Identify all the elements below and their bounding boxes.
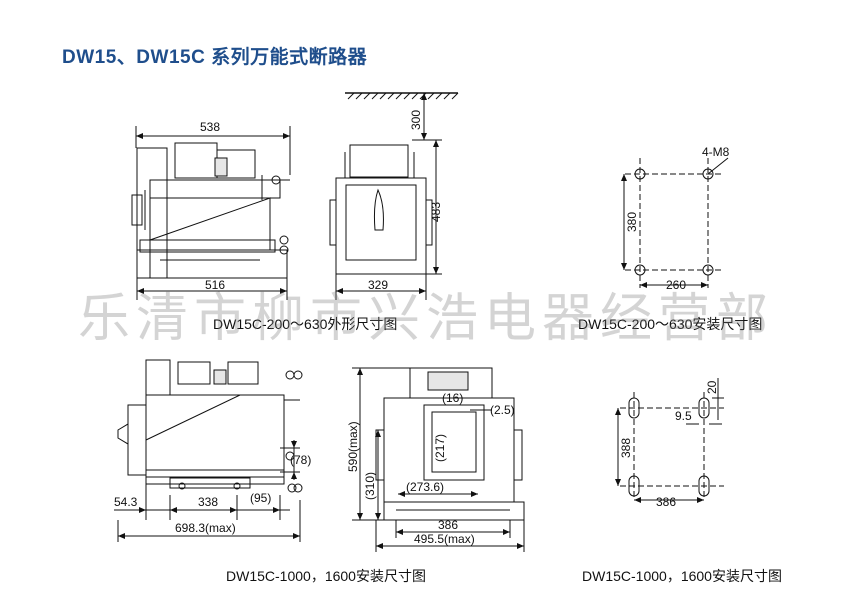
caption-bottom-right: DW15C-1000，1600安装尺寸图	[582, 568, 782, 584]
dim-338: 338	[198, 495, 218, 509]
drawing-front-view-200-630: 300 483 329	[329, 92, 459, 300]
drawing-side-view-200-630: 538 516	[131, 120, 291, 300]
dim-495-5-max: 495.5(max)	[414, 532, 475, 546]
dim-388: 388	[619, 438, 633, 458]
drawing-mounting-slots-1000-1600: 20 9.5 388 386	[615, 378, 724, 509]
dim-4-m8: 4-M8	[702, 145, 730, 159]
dim-329: 329	[368, 278, 388, 292]
dim-54-3: 54.3	[114, 495, 138, 509]
dim-9-5: 9.5	[675, 409, 692, 423]
dim-698-3-max: 698.3(max)	[175, 521, 236, 535]
page-title: DW15、DW15C 系列万能式断路器	[62, 47, 368, 68]
dim-217: (217)	[433, 434, 447, 462]
dim-516: 516	[205, 278, 225, 292]
dim-590-max: 590(max)	[346, 421, 360, 472]
dim-380: 380	[625, 212, 639, 232]
dim-16: (16)	[442, 391, 463, 405]
caption-top-right: DW15C-200～630安装尺寸图	[578, 316, 763, 332]
dim-483: 483	[429, 202, 443, 222]
dim-2-5: (2.5)	[490, 403, 515, 417]
dim-273-6: (273.6)	[406, 480, 444, 494]
dim-386-slots: 386	[656, 495, 676, 509]
dim-538: 538	[200, 120, 220, 134]
dim-310: (310)	[363, 472, 377, 500]
caption-bottom-left: DW15C-1000，1600安装尺寸图	[226, 568, 426, 584]
dim-20: 20	[705, 380, 719, 394]
drawing-side-view-1000-1600: (78) 54.3 338 (95) 698.3(max)	[114, 359, 311, 542]
dim-78: (78)	[290, 453, 311, 467]
dim-300: 300	[409, 110, 423, 130]
drawing-mounting-holes-200-630: 4-M8 380 260	[621, 145, 730, 292]
caption-top-left: DW15C-200～630外形尺寸图	[213, 316, 398, 332]
drawing-front-view-1000-1600: 590(max) (310) (16) (2.5) (217) (273.6) …	[346, 367, 525, 552]
dim-260: 260	[666, 278, 686, 292]
dim-95: (95)	[250, 491, 271, 505]
dim-386-front: 386	[438, 518, 458, 532]
